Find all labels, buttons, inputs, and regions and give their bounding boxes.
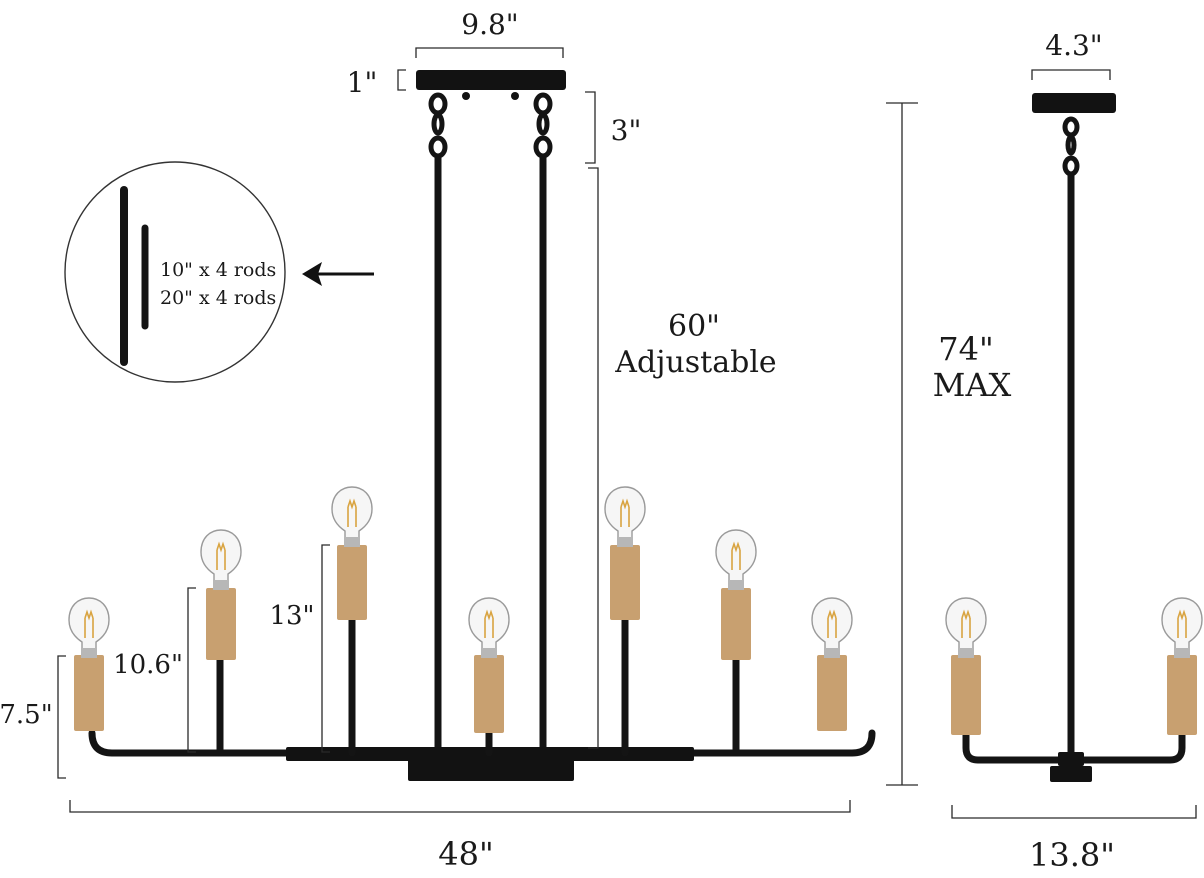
side-max-height-label: 74" xyxy=(938,330,993,368)
front-chain-left xyxy=(428,92,448,159)
front-sockets xyxy=(74,545,847,733)
front-arm-height-1-label: 7.5" xyxy=(0,700,53,730)
front-rod-length-label: 60" xyxy=(668,309,720,344)
front-chain-length-label: 3" xyxy=(611,114,642,147)
rods-callout: 10" x 4 rods 20" x 4 rods xyxy=(64,161,374,383)
front-canopy-width-label: 9.8" xyxy=(461,8,518,41)
rods-callout-line-2: 20" x 4 rods xyxy=(160,287,276,309)
front-arm-height-2-label: 10.6" xyxy=(113,650,183,680)
front-chain-right xyxy=(533,92,553,159)
front-canopy-height-label: 1" xyxy=(347,66,378,99)
arrow-left-icon xyxy=(302,262,374,286)
side-chain xyxy=(1062,116,1080,177)
front-frame xyxy=(88,729,876,781)
front-rod-note-label: Adjustable xyxy=(614,345,776,380)
side-total-depth-label: 13.8" xyxy=(1029,836,1115,873)
side-canopy-width-label: 4.3" xyxy=(1045,29,1102,62)
side-view: 4.3" 74" MAX 13.8" xyxy=(886,29,1203,874)
front-total-width-label: 48" xyxy=(438,835,493,873)
front-view: 9.8" 1" 3" 60" Adjustable 7.5" 10.6" 13"… xyxy=(0,8,876,873)
side-canopy xyxy=(1032,93,1116,113)
rods-callout-line-1: 10" x 4 rods xyxy=(160,259,276,281)
front-canopy xyxy=(416,70,566,90)
side-max-note-label: MAX xyxy=(933,366,1012,404)
front-arm-height-3-label: 13" xyxy=(269,601,314,631)
